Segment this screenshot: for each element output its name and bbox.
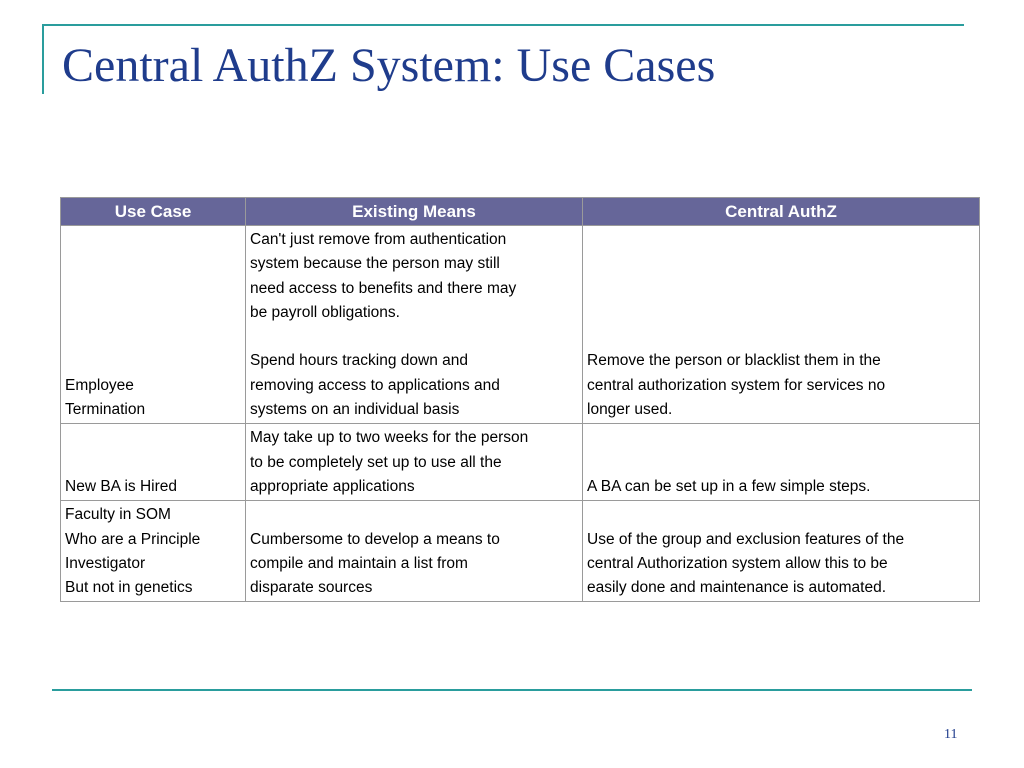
table-header-row: Use Case Existing Means Central AuthZ <box>60 197 980 226</box>
cell-use-case: New BA is Hired <box>60 423 246 502</box>
use-cases-table: Use Case Existing Means Central AuthZ Em… <box>60 197 980 603</box>
cell-central-authz: Use of the group and exclusion features … <box>582 500 980 603</box>
cell-text: Employee Termination <box>65 376 146 419</box>
cell-existing-means: May take up to two weeks for the person … <box>245 423 583 502</box>
slide-title: Central AuthZ System: Use Cases <box>62 39 716 92</box>
cell-existing-means: Can't just remove from authentication sy… <box>245 224 583 425</box>
cell-use-case: Employee Termination <box>60 224 246 425</box>
cell-text: Faculty in SOM Who are a Principle Inves… <box>65 506 201 597</box>
left-accent-line <box>42 24 44 94</box>
header-use-case: Use Case <box>60 197 246 226</box>
cell-text: Remove the person or blacklist them in t… <box>587 352 886 419</box>
footer-accent-line <box>52 689 972 691</box>
header-existing-means: Existing Means <box>245 197 583 226</box>
cell-central-authz: Remove the person or blacklist them in t… <box>582 224 980 425</box>
header-central-authz: Central AuthZ <box>582 197 980 226</box>
cell-text: May take up to two weeks for the person … <box>250 429 529 495</box>
table-row: New BA is Hired May take up to two weeks… <box>60 423 980 502</box>
table-row: Employee Termination Can't just remove f… <box>60 224 980 425</box>
page-number: 11 <box>944 727 958 742</box>
cell-use-case: Faculty in SOM Who are a Principle Inves… <box>60 500 246 603</box>
cell-text: Cumbersome to develop a means to compile… <box>250 530 500 597</box>
cell-text: A BA can be set up in a few simple steps… <box>587 477 871 495</box>
top-accent-line <box>42 24 964 26</box>
table-row: Faculty in SOM Who are a Principle Inves… <box>60 500 980 603</box>
cell-central-authz: A BA can be set up in a few simple steps… <box>582 423 980 502</box>
cell-text: Use of the group and exclusion features … <box>587 530 905 597</box>
cell-existing-means: Cumbersome to develop a means to compile… <box>245 500 583 603</box>
cell-text: Can't just remove from authentication sy… <box>250 231 517 419</box>
cell-text: New BA is Hired <box>65 477 177 495</box>
